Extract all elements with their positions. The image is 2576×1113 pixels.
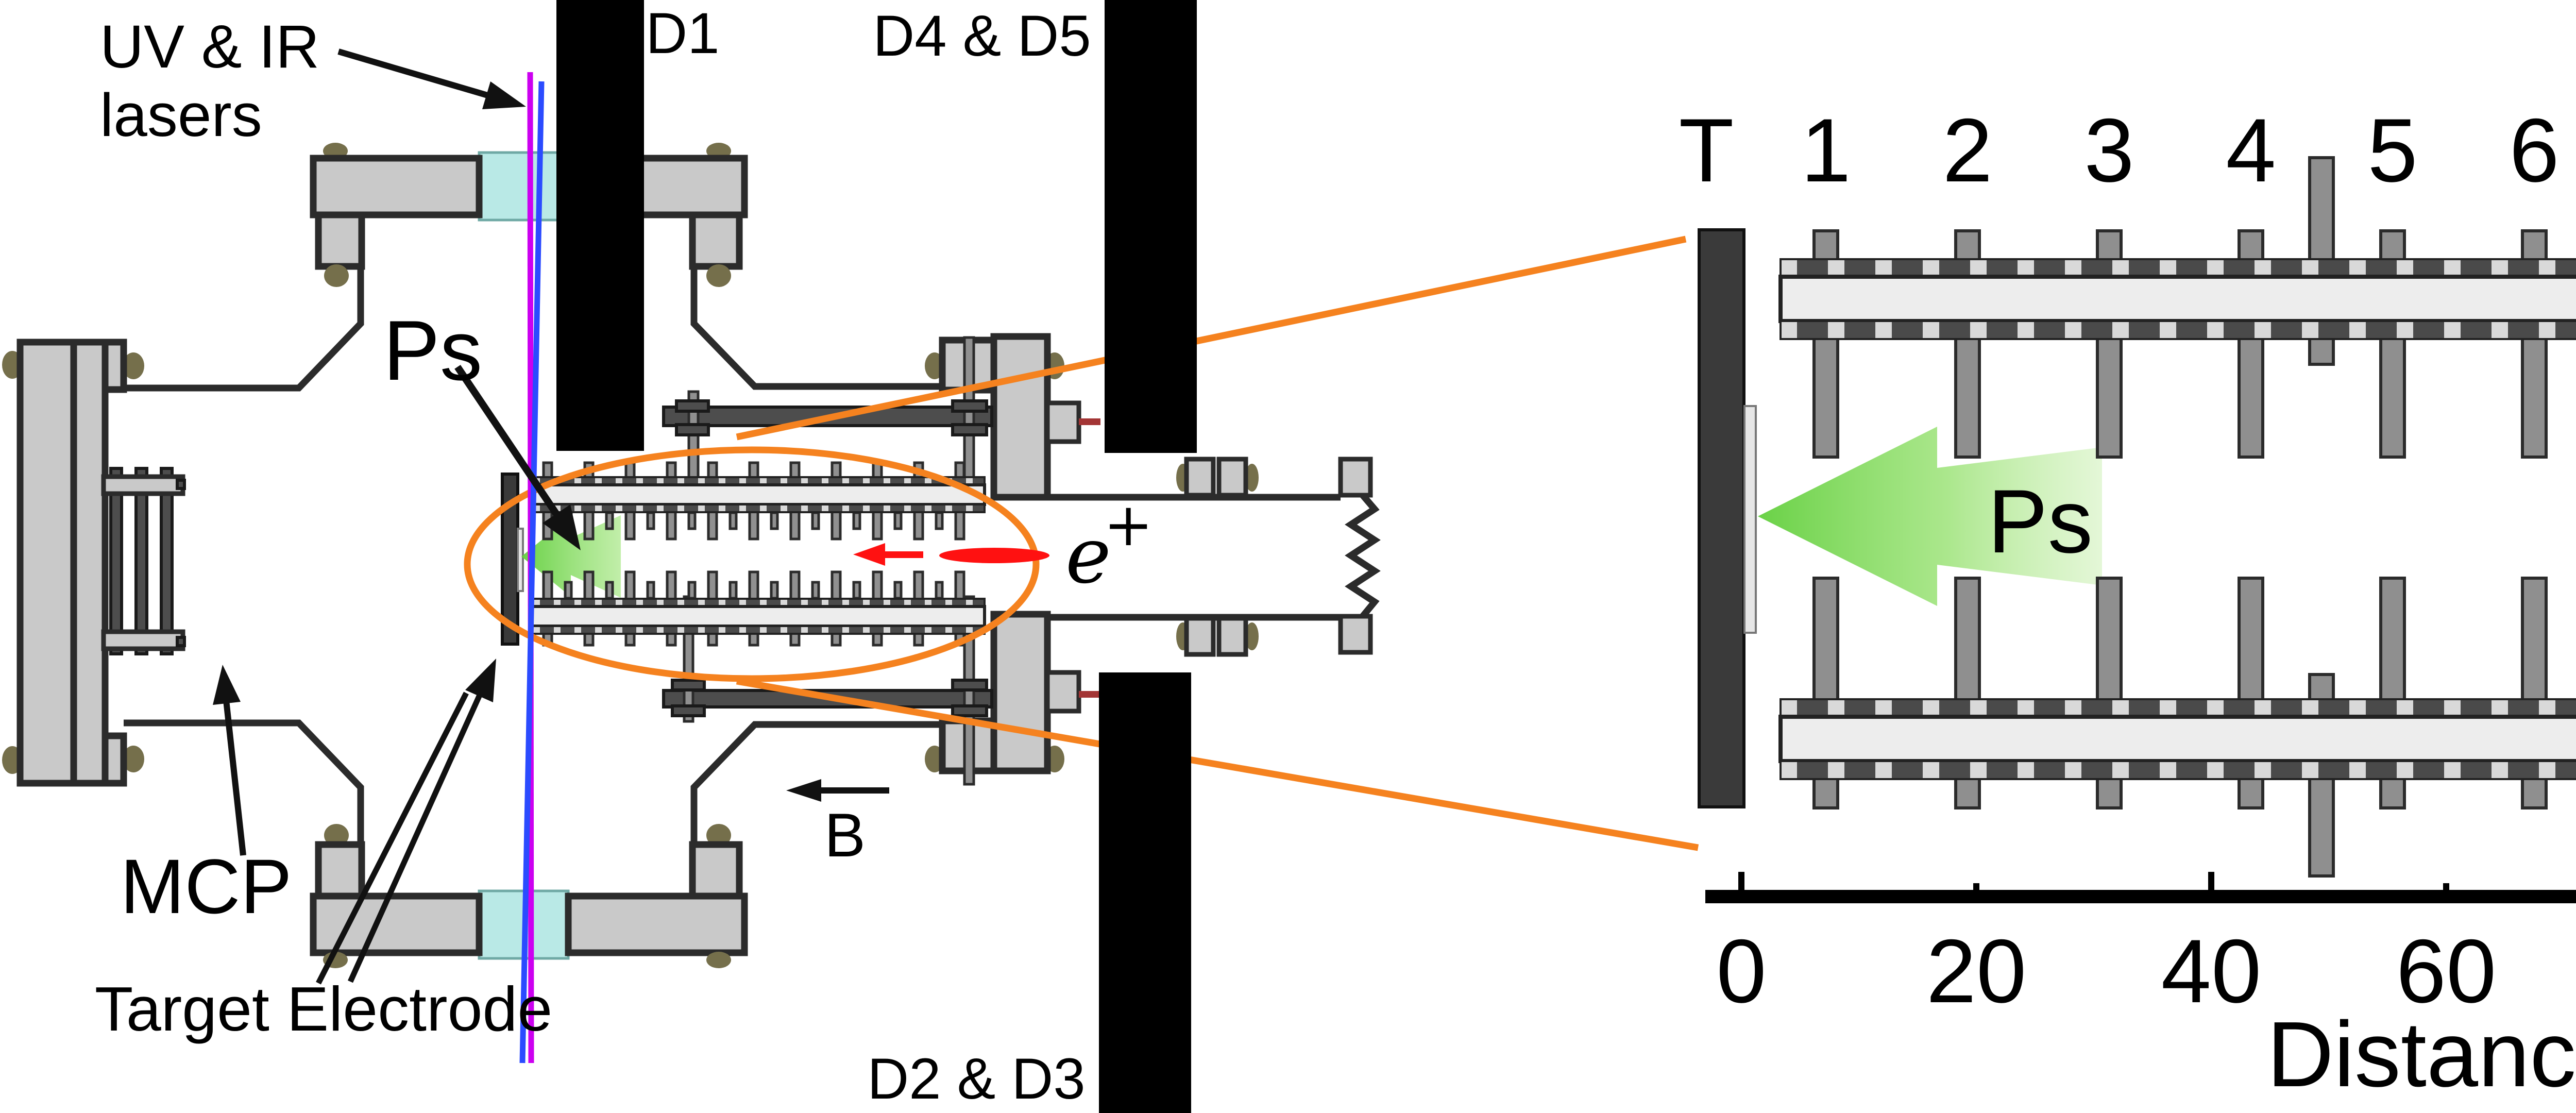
- feedthrough-fitting-top: [1045, 400, 1081, 444]
- bolt-icon: [123, 352, 144, 379]
- bolt-icon: [324, 824, 349, 847]
- right-flange-tall-top: [990, 333, 1051, 501]
- ps-label-zoom: Ps: [1988, 471, 2093, 572]
- tube-end-flange-top: [1338, 457, 1373, 498]
- detector-bar-label: LYSO + PMT: [1128, 57, 1175, 340]
- detector-bar-label: LYSO + PMT: [1122, 789, 1168, 1072]
- bolt-icon: [706, 824, 731, 847]
- ir-laser-beam: [519, 81, 545, 1064]
- svg-text:T: T: [1679, 100, 1734, 201]
- bottom-arm-flange-right: [565, 892, 748, 956]
- target-electrode-annotation-arrows: [316, 659, 496, 985]
- distance-axis: [1705, 872, 2576, 903]
- zoom-callout-line-top: [736, 235, 1687, 441]
- electrode-rails-zoom: [1778, 258, 2576, 780]
- ps-label-left: Ps: [383, 303, 483, 398]
- positron-arrow-head: [853, 543, 885, 566]
- target-bar: [1698, 228, 1745, 808]
- distance-axis-tick-labels: 0 20 40 60 80 100 120 140: [1716, 921, 2497, 1022]
- svg-text:4: 4: [2226, 100, 2276, 201]
- beam-tube-break-icon: [1345, 493, 1381, 619]
- target-film: [1743, 405, 1757, 634]
- electrode-number-labels: T 1 2 3 4 5 6 7 8 9 10 11: [1679, 100, 2560, 201]
- electrode-stack-zoom: 10 mm e + Ps T 1 2 3 4 5 6 7 8 9 10 11: [1679, 100, 2576, 1106]
- uv-ir-annotation-arrow: [337, 48, 526, 109]
- target-electrode-label: Target Electrode: [95, 974, 552, 1044]
- detector-bar-d1: LYSO + PMT: [556, 0, 644, 451]
- b-field-label: B: [824, 801, 866, 870]
- svg-text:40: 40: [2161, 921, 2262, 1022]
- mcp-stack: [101, 467, 186, 655]
- mcp-flange-inner: [70, 339, 109, 787]
- mcp-annotation-arrow: [213, 665, 246, 856]
- right-flange-tall-bottom: [990, 611, 1051, 774]
- svg-text:2: 2: [1942, 100, 1992, 201]
- zoom-highlight-ellipse: [464, 446, 1040, 682]
- detector-label-d2-d3: D2 & D3: [867, 1047, 1085, 1111]
- bolt-icon: [123, 746, 144, 772]
- ps-annotation-arrow: [454, 365, 581, 550]
- zoom-callout-line-bottom: [736, 678, 1699, 851]
- ps-emission-arrow: [521, 515, 621, 598]
- detector-bar-d2-d3: LYSO + PMT: [1099, 672, 1191, 1113]
- bolt-icon: [706, 264, 731, 287]
- top-arm-support-left: [315, 211, 365, 270]
- bottom-arm-support-left: [315, 841, 365, 900]
- svg-text:1: 1: [1801, 100, 1851, 201]
- mcp-flange-tab-top: [101, 339, 127, 393]
- detector-label-d4-d5: D4 & D5: [873, 4, 1091, 68]
- detector-bar-d4-d5: LYSO + PMT: [1105, 0, 1197, 453]
- svg-text:20: 20: [1926, 921, 2027, 1022]
- chamber-wall-bottom-right: [690, 721, 944, 845]
- svg-text:6: 6: [2509, 100, 2559, 201]
- distance-axis-title: Distance (mm): [2267, 1003, 2576, 1106]
- mcp-flange-outer: [16, 339, 77, 787]
- feedthrough-pin-mark: [1079, 418, 1100, 425]
- tube-end-flange-bottom: [1338, 614, 1373, 655]
- feedthrough-pin-mark: [1079, 691, 1100, 698]
- target-film: [517, 528, 524, 592]
- tube-flange-pair-bottom: [1176, 616, 1259, 657]
- mcp-label: MCP: [120, 843, 292, 930]
- bolt-icon: [706, 952, 731, 968]
- laser-label-line1: UV & IR: [100, 13, 319, 81]
- chamber-wall-bottom-left: [124, 719, 364, 845]
- bolt-icon: [324, 264, 349, 287]
- svg-text:3: 3: [2084, 100, 2134, 201]
- positron-label-left-sup: +: [1104, 491, 1153, 560]
- top-arm-support-right: [689, 211, 743, 270]
- svg-text:5: 5: [2367, 100, 2417, 201]
- viewport-window-top: [478, 151, 570, 222]
- positron-bunch-icon: [939, 548, 1049, 563]
- chamber-wall-top-left: [124, 266, 364, 392]
- chamber-wall-top-right: [690, 266, 944, 390]
- laser-label-line2: lasers: [100, 81, 262, 149]
- detector-label-d1: D1: [646, 1, 719, 65]
- bottom-arm-support-right: [689, 841, 743, 900]
- top-arm-flange-left: [310, 155, 483, 218]
- mcp-flange-tab-bottom: [101, 732, 127, 787]
- chamber-schematic: LYSO + PMT LYSO + PMT LYSO + PMT: [2, 0, 1699, 1113]
- positron-label-left-base: e: [1065, 511, 1111, 601]
- detector-bar-label: LYSO + PMT: [577, 57, 624, 340]
- tube-flange-pair-top: [1176, 457, 1259, 498]
- feedthrough-fitting-bottom: [1045, 670, 1081, 714]
- svg-text:0: 0: [1716, 921, 1766, 1022]
- positron-arrow-shaft: [882, 551, 923, 558]
- svg-text:60: 60: [2396, 921, 2497, 1022]
- ps-emission-arrow-zoom: [1758, 427, 2102, 606]
- b-field-arrow: [786, 779, 889, 802]
